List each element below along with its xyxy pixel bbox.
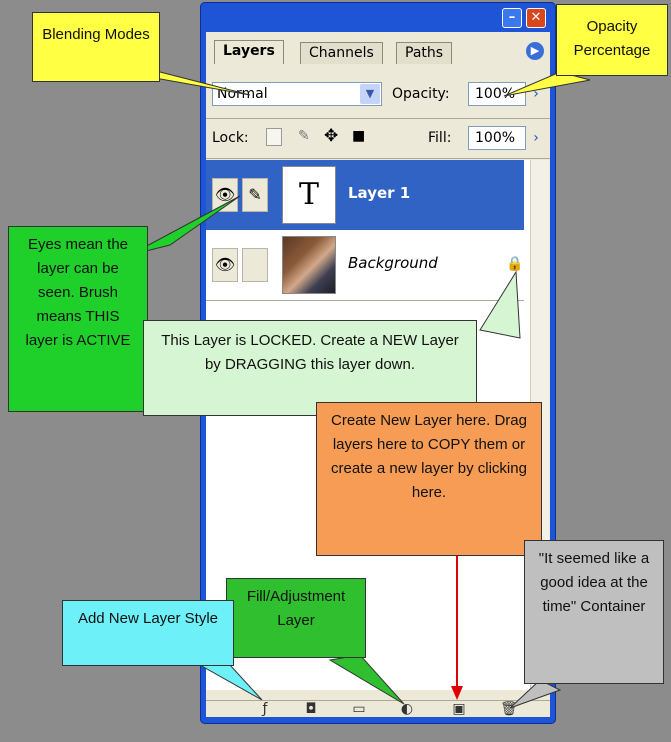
divider <box>206 118 550 119</box>
callout-trash: "It seemed like a good idea at the time"… <box>524 540 664 684</box>
layer-row-background[interactable]: 👁 Background 🔒 <box>206 230 524 300</box>
minimize-button[interactable]: – <box>502 8 522 28</box>
layer-thumbnail <box>282 236 336 294</box>
tab-channels[interactable]: Channels <box>300 42 383 64</box>
link-slot <box>242 248 268 282</box>
opacity-label: Opacity: <box>392 86 450 102</box>
layer-row-layer-1[interactable]: 👁 ✎ T Layer 1 <box>206 160 524 230</box>
layer-group-icon[interactable]: ▭ <box>352 701 366 717</box>
lock-label: Lock: <box>212 130 249 146</box>
lock-move-icon[interactable]: ✥ <box>324 126 339 146</box>
layer-mask-icon[interactable]: ◘ <box>305 701 317 717</box>
tab-paths[interactable]: Paths <box>396 42 453 64</box>
opacity-input[interactable]: 100% <box>468 82 526 106</box>
lock-all-icon[interactable]: ■ <box>352 128 366 144</box>
callout-blending-modes: Blending Modes <box>32 12 160 82</box>
callout-eyes-brush: Eyes mean the layer can be seen. Brush m… <box>8 226 148 412</box>
layer-thumbnail: T <box>282 166 336 224</box>
fill-adjustment-icon[interactable]: ◐ <box>400 701 414 717</box>
chevron-down-icon[interactable]: ▼ <box>360 84 380 104</box>
tab-bar: Layers Channels Paths ▶ <box>214 40 544 64</box>
layer-name: Layer 1 <box>348 184 411 202</box>
lock-transparency-icon[interactable] <box>266 128 282 146</box>
callout-new-layer: Create New Layer here. Drag layers here … <box>316 402 542 556</box>
divider <box>206 158 550 159</box>
fill-arrow-icon[interactable]: › <box>533 130 539 146</box>
panel-bottom-bar: ƒ ◘ ▭ ◐ ▣ 🗑 <box>206 700 550 717</box>
lock-icon: 🔒 <box>506 256 524 272</box>
eye-icon[interactable]: 👁 <box>212 178 238 212</box>
callout-fill-adjustment: Fill/Adjustment Layer <box>226 578 366 658</box>
opacity-arrow-icon[interactable]: › <box>533 86 539 102</box>
brush-icon: ✎ <box>242 178 268 212</box>
eye-icon[interactable]: 👁 <box>212 248 238 282</box>
fill-label: Fill: <box>428 130 452 146</box>
callout-opacity: Opacity Percentage <box>556 4 668 76</box>
blend-mode-select[interactable]: Normal ▼ <box>212 82 382 106</box>
fill-input[interactable]: 100% <box>468 126 526 150</box>
tab-layers[interactable]: Layers <box>214 40 284 64</box>
panel-menu-icon[interactable]: ▶ <box>526 42 544 60</box>
divider <box>206 300 524 301</box>
callout-layer-style: Add New Layer Style <box>62 600 234 666</box>
callout-locked: This Layer is LOCKED. Create a NEW Layer… <box>143 320 477 416</box>
layer-name: Background <box>348 254 438 272</box>
close-button[interactable]: ✕ <box>526 8 546 28</box>
trash-icon[interactable]: 🗑 <box>500 701 518 717</box>
new-layer-icon[interactable]: ▣ <box>452 701 466 717</box>
lock-brush-icon[interactable]: ✎ <box>298 128 310 144</box>
layer-style-icon[interactable]: ƒ <box>262 701 268 717</box>
blend-mode-value: Normal <box>217 86 268 102</box>
